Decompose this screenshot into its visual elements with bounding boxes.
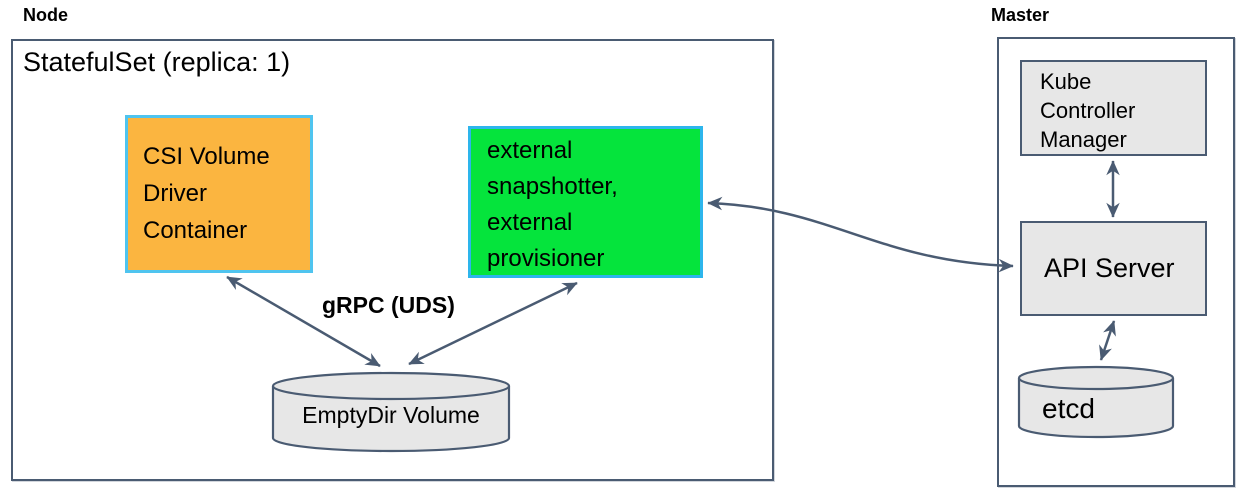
kube-controller-manager-box: Kube Controller Manager bbox=[1020, 60, 1207, 156]
api-server-box: API Server bbox=[1020, 221, 1207, 316]
node-section-label: Node bbox=[23, 5, 68, 25]
csi-volume-driver-container-box: CSI Volume Driver Container bbox=[125, 115, 313, 273]
etcd-label: etcd bbox=[1042, 393, 1095, 424]
emptydir-volume-label: EmptyDir Volume bbox=[302, 402, 480, 428]
statefulset-title: StatefulSet (replica: 1) bbox=[23, 47, 291, 77]
master-section-label: Master bbox=[991, 5, 1050, 25]
api-server-label: API Server bbox=[1044, 253, 1175, 283]
grpc-uds-label: gRPC (UDS) bbox=[322, 292, 455, 318]
external-sidecars-box: external snapshotter, external provision… bbox=[468, 126, 703, 278]
